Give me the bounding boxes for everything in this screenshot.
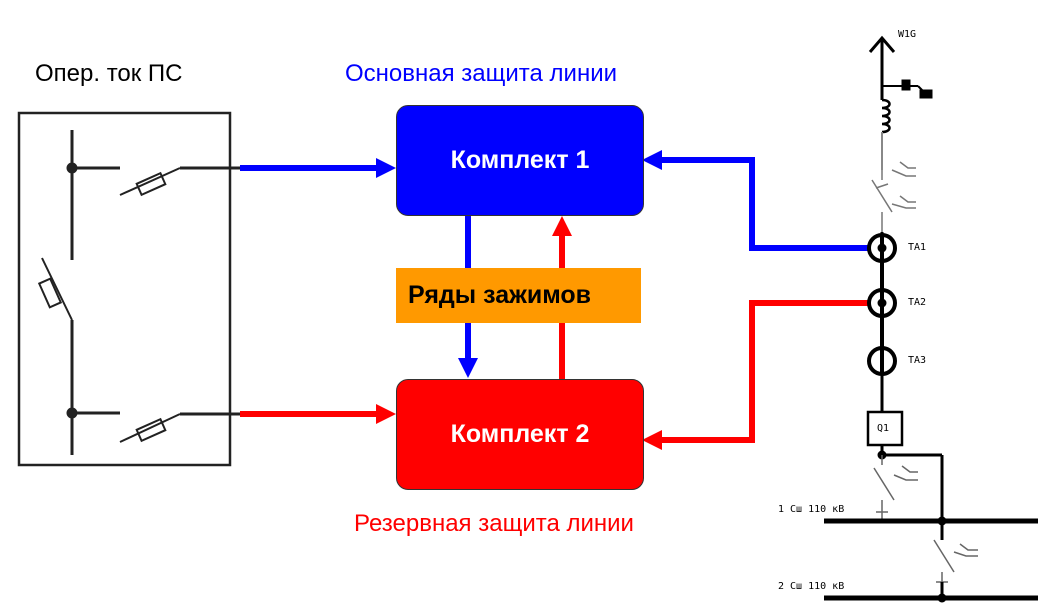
ta2-feed-arrow [642,300,870,450]
ta2-label: TA2 [908,297,927,308]
breaker-label: Q1 [877,423,890,434]
bus2-label: 2 Сш 110 кВ [778,581,845,592]
terminal-blocks: Ряды зажимов [396,268,641,323]
bus1-label: 1 Сш 110 кВ [778,504,845,515]
op-current-panel [17,111,240,467]
red-feed-arrow [240,404,396,424]
set2-label: Комплект 2 [450,420,590,448]
terminal-blocks-label: Ряды зажимов [408,281,591,309]
ta1-label: TA1 [908,242,927,253]
backup-protection-label: Резервная защита линии [354,510,634,537]
set1-label: Комплект 1 [450,146,590,174]
op-current-label: Опер. ток ПС [35,60,183,87]
set1-box: Комплект 1 [396,105,644,216]
main-protection-label: Основная защита линии [345,60,618,87]
blue-feed-arrow [240,158,396,178]
ta3-label: TA3 [908,355,927,366]
ta1-feed-arrow [642,150,870,251]
single-line-diagram [824,35,1038,603]
set2-box: Комплект 2 [396,379,644,490]
line-label: W1G [898,29,917,40]
